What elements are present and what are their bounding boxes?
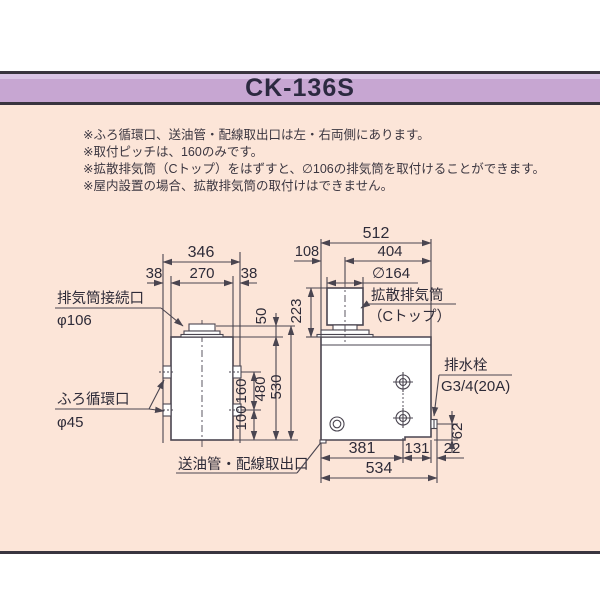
label-bath-circulation: ふろ循環口 xyxy=(57,391,130,408)
label-flue-connection: 排気筒接続口 xyxy=(57,290,144,307)
dim-front-bottom-overall: 534 xyxy=(366,460,393,477)
dim-front-ctop-height: 223 xyxy=(288,298,305,323)
dim-front-left-offset: 108 xyxy=(295,244,319,260)
dim-side-overall-width: 346 xyxy=(188,244,215,261)
outlet-circle xyxy=(329,416,345,432)
dim-side-offset-left: 38 xyxy=(146,265,163,282)
note-line: ※ふろ循環口、送油管・配線取出口は左・右両側にあります。 xyxy=(83,128,430,142)
dim-front-bottom-left: 381 xyxy=(349,440,376,457)
title-bottom-rule xyxy=(0,102,600,105)
dim-side-port-bottom: 100 xyxy=(233,405,250,430)
label-diffuser-sub: （Cトップ） xyxy=(368,308,451,325)
label-pipe-wiring-outlet: 送油管・配線取出口 xyxy=(178,456,309,473)
dim-side-body-width: 270 xyxy=(189,265,214,282)
dim-front-overall-width: 512 xyxy=(363,225,390,242)
dim-side-port-pitch: 160 xyxy=(233,378,250,403)
bottom-rule xyxy=(0,551,600,554)
label-bath-dia: φ45 xyxy=(57,414,83,431)
leader-arrow xyxy=(148,379,165,410)
content-area xyxy=(0,105,600,551)
label-drain-spec: G3/4(20A) xyxy=(441,378,510,395)
note-line: ※取付ピッチは、160のみです。 xyxy=(83,145,264,159)
dim-front-drain-height: 62 xyxy=(449,423,466,440)
dimension-diagram: 346 38 270 38 xyxy=(55,225,512,483)
model-title: CK-136S xyxy=(245,73,355,102)
leader-arrow xyxy=(148,406,165,413)
note-line: ※屋内設置の場合、拡散排気筒の取付けはできません。 xyxy=(83,179,394,193)
dim-front-right-width: 404 xyxy=(377,243,402,260)
outlet-circle-inner xyxy=(332,419,342,429)
leader-arrow xyxy=(160,307,184,327)
dim-side-stub-height: 50 xyxy=(253,308,270,325)
top-rule xyxy=(0,71,600,74)
leader-arrow xyxy=(360,300,371,309)
title-bar: CK-136S xyxy=(0,74,600,102)
leader-arrow xyxy=(431,374,440,417)
dim-side-offset-right: 38 xyxy=(241,265,258,282)
front-view-diagram: 512 108 404 ∅164 223 381 131 xyxy=(288,225,512,483)
exhaust-stub xyxy=(188,323,216,332)
exhaust-stub-base xyxy=(180,333,224,338)
label-diffuser: 拡散排気筒 xyxy=(371,287,444,304)
note-line: ※拡散排気筒（Cトップ）をはずすと、∅106の排気筒を取付けることができます。 xyxy=(83,162,545,176)
label-drain-plug: 排水栓 xyxy=(444,357,488,374)
dim-front-cap-dia: ∅164 xyxy=(372,265,410,282)
label-flue-dia: φ106 xyxy=(57,312,92,329)
dim-side-overall-height: 530 xyxy=(268,374,285,399)
side-view-diagram: 346 38 270 38 xyxy=(55,244,331,474)
dim-front-bottom-mid: 131 xyxy=(404,440,429,457)
notes-block: ※ふろ循環口、送油管・配線取出口は左・右両側にあります。 ※取付ピッチは、160… xyxy=(83,127,583,195)
body-foot xyxy=(319,439,327,444)
